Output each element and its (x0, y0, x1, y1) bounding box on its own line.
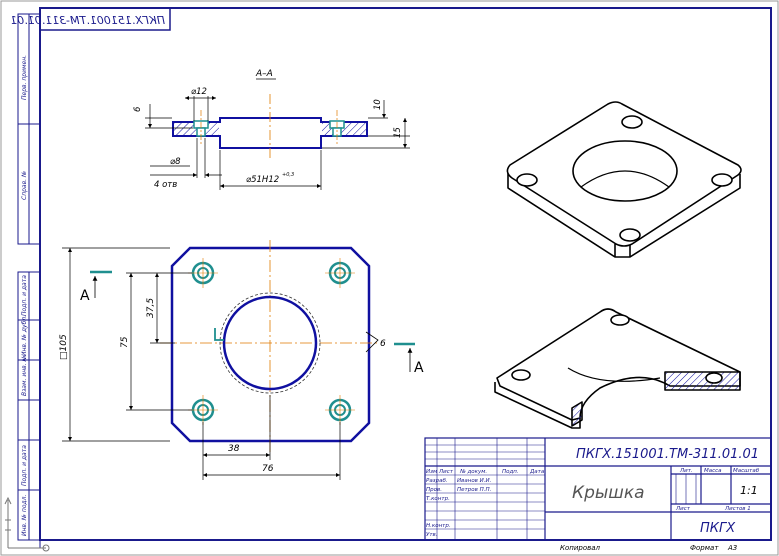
strip-inv-dubl: Инв. № дубл. (21, 315, 28, 356)
tb-mass: Масса (704, 468, 722, 474)
dim-weld6: 6 (380, 339, 386, 349)
tb-sheets: Листов 1 (724, 506, 751, 512)
organization-name: ПКГХ (700, 521, 736, 536)
dim-h10: 10 (373, 99, 383, 110)
dim-d51: ⌀51H12 (246, 175, 279, 185)
tb-col-list: Лист (438, 469, 454, 475)
top-code-box: ПКГХ.151001.ТМ-311.01.01 (10, 7, 171, 31)
isometric-view (506, 101, 742, 258)
section-view: А–А (133, 69, 410, 190)
tb-col-date: Дата (529, 469, 545, 475)
section-label: А–А (255, 69, 273, 79)
dim-d8: ⌀8 (170, 157, 181, 167)
tb-sheet: Лист (675, 506, 691, 512)
tb-dev-name: Иванов И.И. (457, 478, 492, 484)
strip-podp-date-2: Подп. и дата (21, 445, 28, 486)
dim-sq105: □105 (59, 334, 69, 360)
tb-lit: Лит. (679, 468, 693, 474)
tb-col-izm: Изм (426, 469, 437, 475)
strip-sprav: Справ. № (21, 171, 28, 200)
axis-icon (4, 496, 50, 552)
plan-view: А А 6 □105 75 37,5 38 76 (59, 240, 424, 480)
dim-d12: ⌀12 (191, 87, 207, 97)
strip-inv-podl: Инв. № подл. (21, 495, 28, 536)
title-code: ПКГХ.151001.ТМ-311.01.01 (576, 447, 759, 462)
tb-col-doc: № докум. (459, 469, 487, 475)
tb-scale-hdr: Масштаб (733, 468, 760, 474)
format-value: А3 (727, 544, 737, 552)
dim-h76: 76 (262, 464, 274, 474)
scale-value: 1:1 (740, 484, 758, 497)
cut-marker-left: А (80, 288, 90, 304)
format-label: Формат (690, 544, 719, 552)
cut-marker-right: А (414, 360, 424, 376)
copied-label: Копировал (560, 544, 601, 552)
dim-h38: 38 (228, 444, 240, 454)
tb-role-ncontrol: Н.контр. (426, 523, 451, 529)
dim-d51-tol: +0,3 (282, 172, 294, 178)
dim-v75: 75 (120, 336, 130, 348)
strip-vzam-inv: Взам. инв. № (21, 355, 28, 396)
tb-role-approve: Утв. (426, 532, 438, 538)
title-block (424, 437, 772, 541)
tb-role-tcontrol: Т.контр. (426, 496, 450, 502)
dim-h15: 15 (393, 127, 403, 138)
part-name: Крышка (572, 483, 645, 503)
isometric-cut-view (494, 308, 741, 429)
strip-podp-date-1: Подп. и дата (21, 275, 28, 316)
left-strip (17, 13, 41, 541)
top-code-text: ПКГХ.151001.ТМ-311.01.01 (10, 14, 165, 27)
dim-h6: 6 (133, 106, 143, 112)
tb-role-dev: Разраб. (426, 478, 448, 484)
tb-col-sign: Подп. (502, 469, 519, 475)
tb-check-name: Петров П.П. (457, 487, 492, 493)
dim-holes: 4 отв (154, 180, 177, 190)
tb-role-check: Пров. (426, 487, 442, 493)
strip-perv: Перв. примен. (21, 55, 28, 100)
dim-v37: 37,5 (146, 298, 156, 318)
